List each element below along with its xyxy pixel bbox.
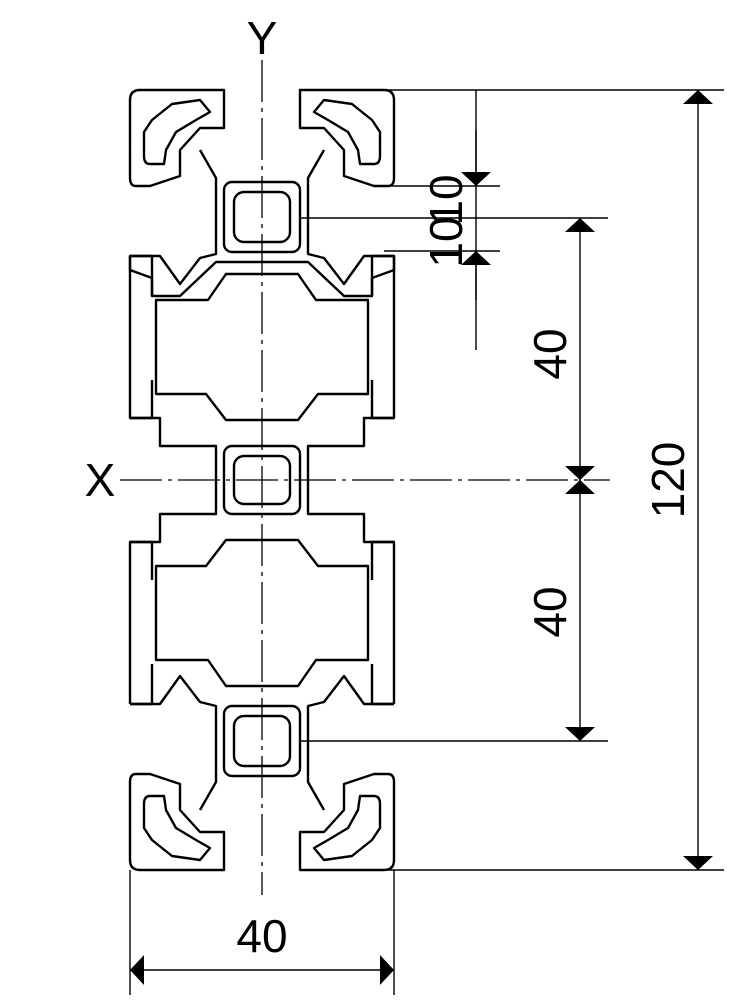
lower-slot-right [370, 540, 394, 706]
slot-width-label: 10 [420, 174, 472, 225]
bottom-left-corner-hollow [142, 794, 212, 862]
bottom-right-corner [298, 772, 396, 872]
upper-chamber-inner [154, 272, 370, 422]
dimension-lines [129, 89, 724, 995]
top-node-core [222, 180, 302, 254]
top-node-bore [232, 190, 292, 244]
bottom-node [130, 674, 394, 811]
bottom-right-corner-hollow [312, 794, 382, 862]
middle-node-bore [232, 454, 292, 506]
upper-slot-right [370, 254, 394, 420]
lower-slot-left [130, 540, 154, 706]
x-axis-label: X [85, 454, 116, 506]
top-right-corner-hollow [312, 98, 382, 166]
profile-section [128, 88, 396, 872]
lower-chamber-outer [128, 480, 396, 704]
center-lines [120, 60, 610, 895]
lower-pitch-label: 40 [524, 586, 576, 637]
top-left-corner-hollow [142, 98, 212, 166]
total-height-label: 120 [642, 442, 694, 519]
top-left-corner [128, 88, 226, 188]
middle-node-core [222, 444, 302, 516]
bottom-node-bore [232, 714, 292, 768]
top-node [128, 149, 396, 298]
bottom-left-corner [128, 772, 226, 872]
top-right-corner [298, 88, 396, 188]
upper-chamber-outer [128, 256, 396, 480]
total-width-label: 40 [236, 910, 287, 962]
y-axis-label: Y [247, 12, 278, 64]
lower-chamber-inner [154, 538, 370, 688]
upper-slot-left [130, 254, 154, 420]
slot-height-label: 10 [420, 216, 472, 267]
upper-pitch-label: 40 [524, 328, 576, 379]
